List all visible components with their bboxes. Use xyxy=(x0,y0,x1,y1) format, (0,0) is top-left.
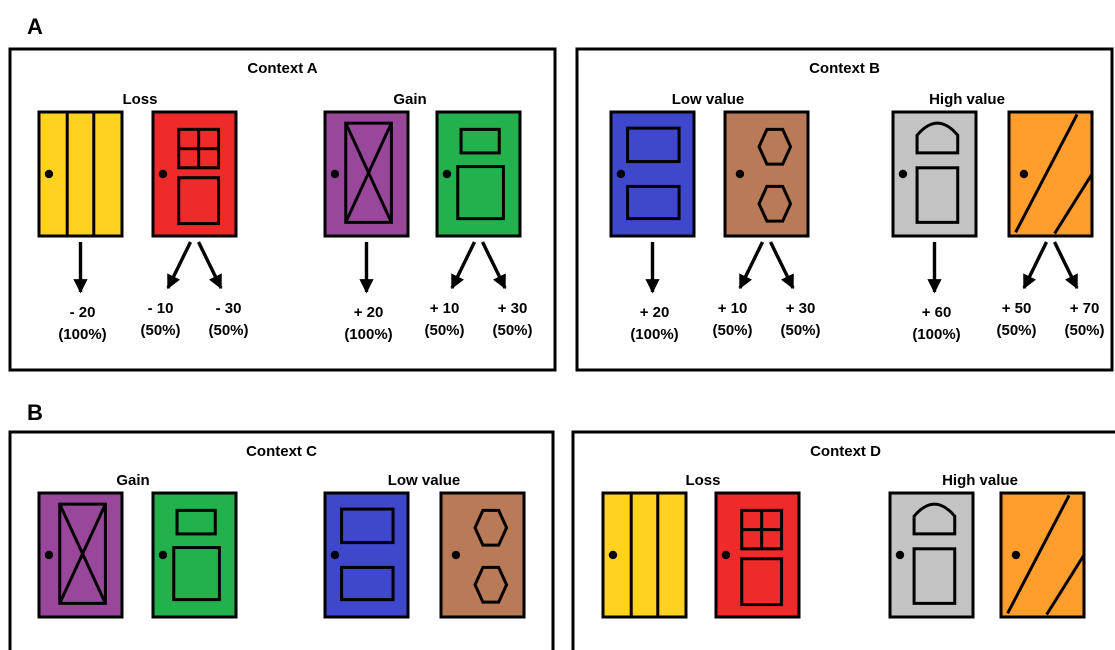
door-icon xyxy=(437,112,520,236)
door-icon xyxy=(611,112,694,236)
outcome-probability: (50%) xyxy=(208,322,248,339)
group-label: Gain xyxy=(116,472,149,489)
group-label: Gain xyxy=(393,91,426,108)
door-knob xyxy=(45,170,53,178)
outcome-value: + 20 xyxy=(354,304,384,321)
context-title: Context B xyxy=(809,60,880,77)
outcome-value: + 10 xyxy=(430,300,460,317)
door-knob xyxy=(443,170,451,178)
outcome-probability: (50%) xyxy=(140,322,180,339)
door-knob xyxy=(617,170,625,178)
panel-letter: B xyxy=(27,400,43,425)
group-label: Low value xyxy=(672,91,745,108)
outcome-probability: (50%) xyxy=(780,322,820,339)
door-knob xyxy=(331,551,339,559)
group-label: Loss xyxy=(685,472,720,489)
outcome-value: + 20 xyxy=(640,304,670,321)
door-icon xyxy=(39,493,122,617)
door-knob xyxy=(45,551,53,559)
outcome-value: + 10 xyxy=(718,300,748,317)
outcome-value: - 30 xyxy=(216,300,242,317)
outcome-probability: (50%) xyxy=(712,322,752,339)
door-group: High value xyxy=(890,472,1084,617)
outcome-probability: (50%) xyxy=(996,322,1036,339)
door-knob xyxy=(452,551,460,559)
outcome-probability: (100%) xyxy=(58,326,106,343)
door-knob xyxy=(1012,551,1020,559)
context-box: Context A Loss - 20 (100%) - 10 (50%) - 30 (50%… xyxy=(10,49,555,370)
door-group: Gain + 20 (100%) + 10 (50%) + 30 (50%) xyxy=(325,91,533,343)
context-box: Context D Loss High value xyxy=(573,432,1115,650)
door-group: Low value xyxy=(325,472,524,617)
door-knob xyxy=(736,170,744,178)
outcome-value: + 30 xyxy=(786,300,816,317)
panel-b: B Context C Gain Low value Context D Loss High… xyxy=(10,400,1115,650)
outcome-arrow xyxy=(452,242,475,288)
outcome-value: + 60 xyxy=(922,304,952,321)
door-icon xyxy=(890,493,973,617)
outcome-arrow xyxy=(168,242,191,288)
door-icon xyxy=(325,493,408,617)
outcome-probability: (50%) xyxy=(492,322,532,339)
door-group: Loss - 20 (100%) - 10 (50%) - 30 (50%) xyxy=(39,91,249,343)
door-knob xyxy=(1020,170,1028,178)
outcome-value: + 50 xyxy=(1002,300,1032,317)
outcome-arrow xyxy=(1024,242,1047,288)
outcome-value: - 20 xyxy=(70,304,96,321)
door-knob xyxy=(331,170,339,178)
door-group: Low value + 20 (100%) + 10 (50%) + 30 (50%) xyxy=(611,91,821,343)
outcome-value: + 70 xyxy=(1070,300,1100,317)
outcome-arrow xyxy=(1055,242,1078,288)
door-knob xyxy=(159,551,167,559)
context-title: Context A xyxy=(247,60,317,77)
outcome-value: - 10 xyxy=(148,300,174,317)
context-box: Context B Low value + 20 (100%) + 10 (50%) + 3… xyxy=(577,49,1112,370)
door-group: Loss xyxy=(603,472,799,617)
door-group: Gain xyxy=(39,472,236,617)
door-icon xyxy=(325,112,408,236)
outcome-probability: (100%) xyxy=(344,326,392,343)
door-icon xyxy=(893,112,976,236)
door-icon xyxy=(153,112,236,236)
group-label: High value xyxy=(942,472,1018,489)
group-label: Loss xyxy=(122,91,157,108)
panel-letter: A xyxy=(27,14,43,39)
outcome-probability: (100%) xyxy=(912,326,960,343)
door-knob xyxy=(722,551,730,559)
group-label: High value xyxy=(929,91,1005,108)
panel-a: A Context A Loss - 20 (100%) - 10 (50%) - 30 (50… xyxy=(10,14,1112,370)
door-icon xyxy=(441,493,524,617)
outcome-arrow xyxy=(199,242,222,288)
context-title: Context C xyxy=(246,443,317,460)
door-icon xyxy=(1009,112,1092,236)
door-icon xyxy=(725,112,808,236)
outcome-arrow xyxy=(771,242,794,288)
outcome-probability: (50%) xyxy=(1064,322,1104,339)
door-knob xyxy=(899,170,907,178)
door-icon xyxy=(716,493,799,617)
door-knob xyxy=(896,551,904,559)
door-knob xyxy=(159,170,167,178)
context-title: Context D xyxy=(810,443,881,460)
context-box: Context C Gain Low value xyxy=(10,432,553,650)
door-icon xyxy=(603,493,686,617)
door-group: High value + 60 (100%) + 50 (50%) + 70 (50%) xyxy=(893,91,1105,343)
outcome-probability: (100%) xyxy=(630,326,678,343)
outcome-arrow xyxy=(740,242,763,288)
group-label: Low value xyxy=(388,472,461,489)
door-knob xyxy=(609,551,617,559)
outcome-probability: (50%) xyxy=(424,322,464,339)
door-icon xyxy=(153,493,236,617)
door-icon xyxy=(39,112,122,236)
door-icon xyxy=(1001,493,1084,617)
outcome-value: + 30 xyxy=(498,300,528,317)
outcome-arrow xyxy=(483,242,506,288)
